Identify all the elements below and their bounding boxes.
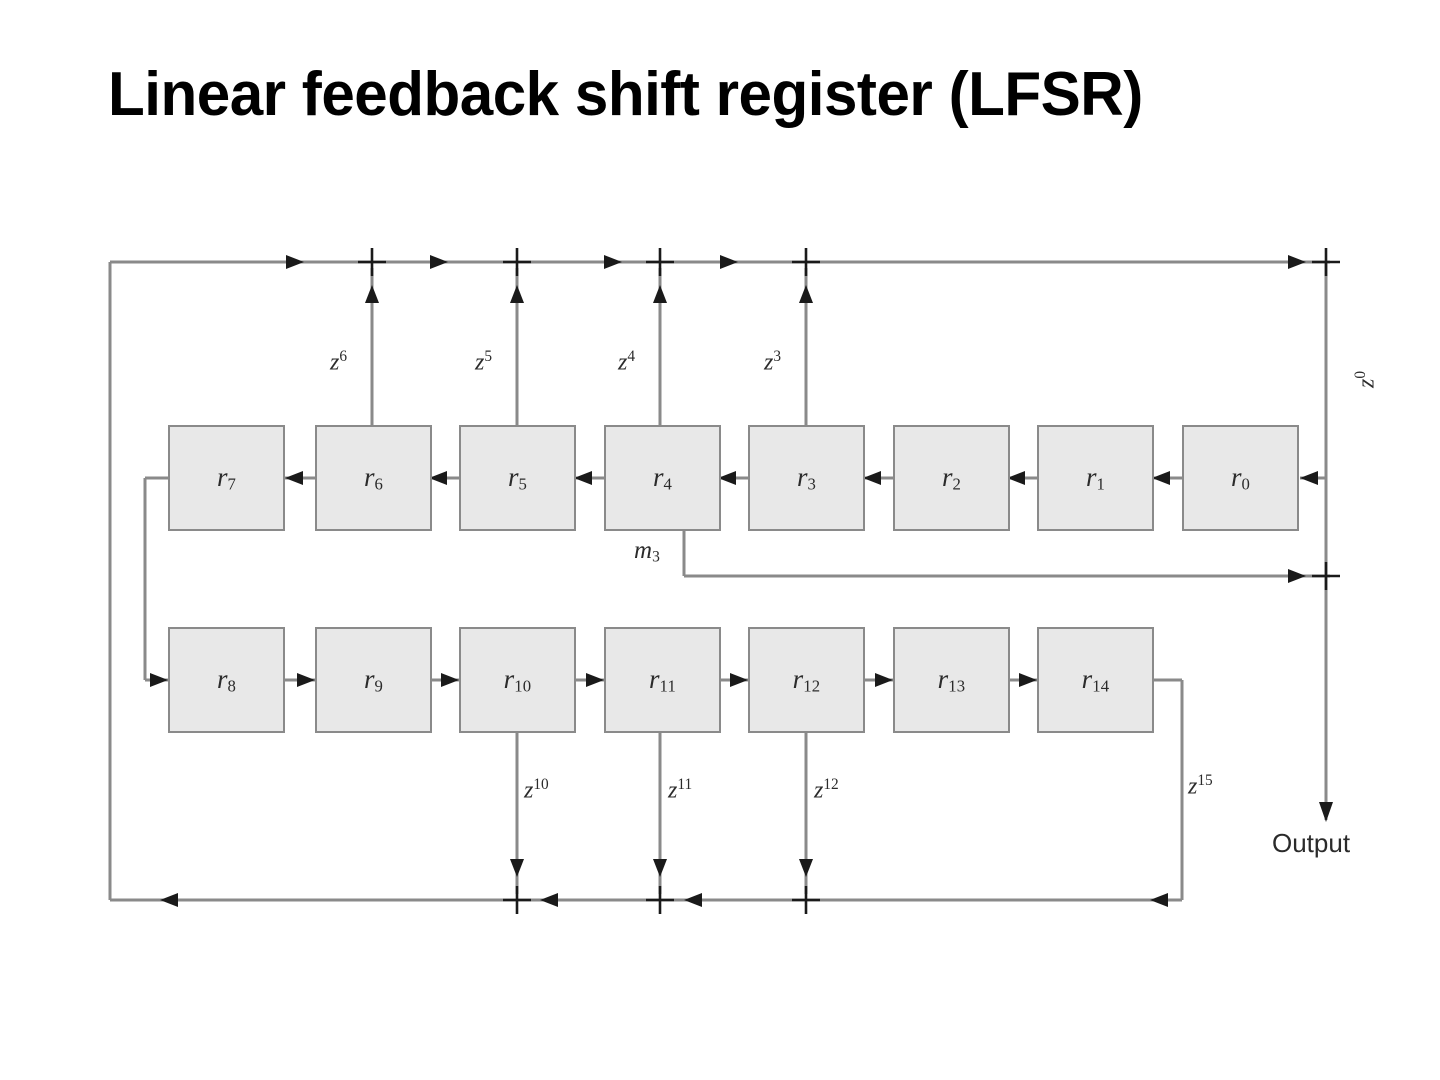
register-r11[interactable]: r11 bbox=[604, 627, 721, 733]
top-tap-arrowheads bbox=[365, 285, 813, 303]
output-arrowhead bbox=[1319, 802, 1333, 822]
register-r5[interactable]: r5 bbox=[459, 425, 576, 531]
tap-label-z12: z12 bbox=[814, 776, 839, 804]
register-r3[interactable]: r3 bbox=[748, 425, 865, 531]
register-r14[interactable]: r14 bbox=[1037, 627, 1154, 733]
register-label: r5 bbox=[507, 461, 528, 494]
register-label: r10 bbox=[503, 663, 532, 696]
bottom-bus-arrowheads bbox=[160, 893, 1168, 907]
top-bus-arrowheads bbox=[286, 255, 1306, 269]
tap-label-z6: z6 bbox=[330, 348, 348, 376]
xor-bottom-z12 bbox=[792, 886, 820, 914]
tap-label-z4: z4 bbox=[618, 348, 636, 376]
tap-label-z11: z11 bbox=[668, 776, 693, 804]
register-label: r0 bbox=[1230, 461, 1251, 494]
tap-label-z15: z15 bbox=[1188, 772, 1213, 800]
output-label: Output bbox=[1272, 828, 1351, 858]
register-label: r14 bbox=[1081, 663, 1110, 696]
register-r1[interactable]: r1 bbox=[1037, 425, 1154, 531]
tap-label-z10: z10 bbox=[524, 776, 549, 804]
xor-top-z6 bbox=[358, 248, 386, 276]
bottom-row-arrowheads bbox=[150, 673, 1037, 687]
register-label: r12 bbox=[792, 663, 821, 696]
register-label: r4 bbox=[652, 461, 673, 494]
middle-bus-arrowhead bbox=[1288, 569, 1306, 583]
xor-middle-m3 bbox=[1312, 562, 1340, 590]
register-label: r3 bbox=[796, 461, 817, 494]
register-r12[interactable]: r12 bbox=[748, 627, 865, 733]
tap-label-z3: z3 bbox=[764, 348, 782, 376]
register-label: r7 bbox=[216, 461, 237, 494]
register-label: r9 bbox=[363, 663, 384, 696]
register-r9[interactable]: r9 bbox=[315, 627, 432, 733]
register-label: r8 bbox=[216, 663, 237, 696]
xor-top-z3 bbox=[792, 248, 820, 276]
xor-top-z4 bbox=[646, 248, 674, 276]
xor-top-z0 bbox=[1312, 248, 1340, 276]
bottom-tap-arrowheads bbox=[510, 859, 813, 877]
register-r0[interactable]: r0 bbox=[1182, 425, 1299, 531]
register-r2[interactable]: r2 bbox=[893, 425, 1010, 531]
register-r4[interactable]: r4 bbox=[604, 425, 721, 531]
register-label: r1 bbox=[1085, 461, 1106, 494]
register-r13[interactable]: r13 bbox=[893, 627, 1010, 733]
xor-top-z5 bbox=[503, 248, 531, 276]
register-r6[interactable]: r6 bbox=[315, 425, 432, 531]
xor-bottom-z11 bbox=[646, 886, 674, 914]
register-r7[interactable]: r7 bbox=[168, 425, 285, 531]
tap-label-z0: z0 bbox=[1352, 370, 1380, 388]
register-label: r11 bbox=[648, 663, 677, 696]
page-title: Linear feedback shift register (LFSR) bbox=[108, 60, 1143, 129]
register-r10[interactable]: r10 bbox=[459, 627, 576, 733]
register-label: r13 bbox=[937, 663, 966, 696]
tap-label-m3: m3 bbox=[634, 537, 660, 566]
tap-label-z5: z5 bbox=[475, 348, 493, 376]
register-label: r6 bbox=[363, 461, 384, 494]
xor-bottom-z10 bbox=[503, 886, 531, 914]
register-label: r2 bbox=[941, 461, 962, 494]
top-row-arrowheads bbox=[285, 471, 1318, 485]
register-r8[interactable]: r8 bbox=[168, 627, 285, 733]
